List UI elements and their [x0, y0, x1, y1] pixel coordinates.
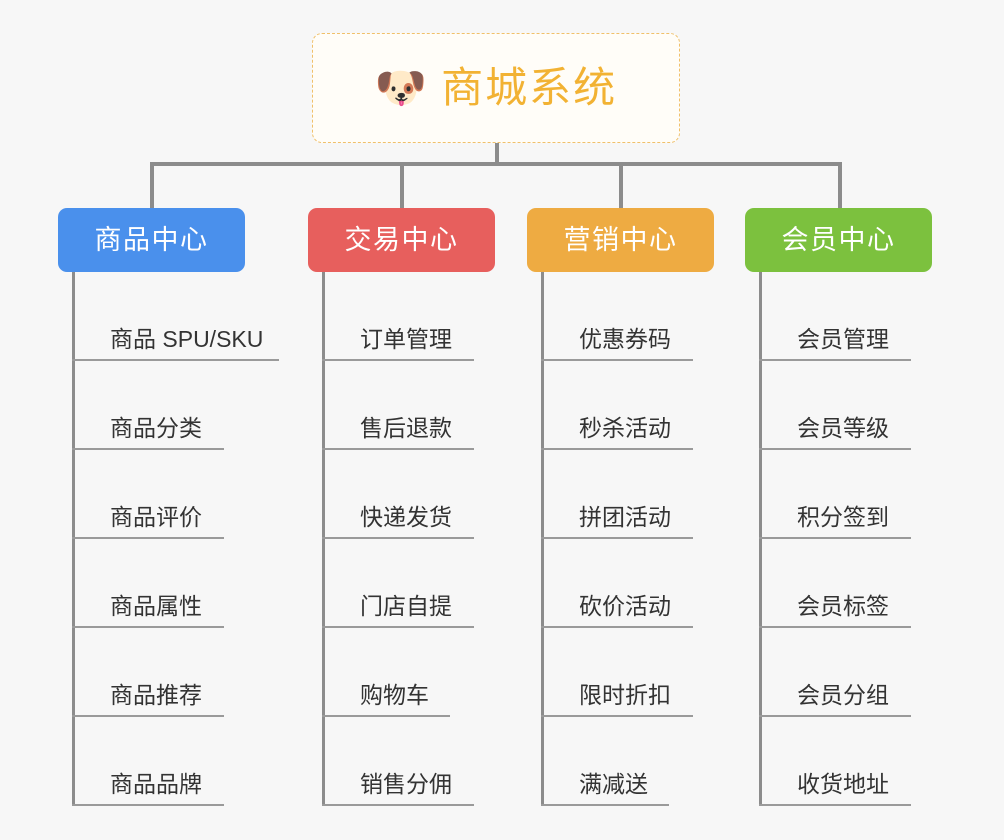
- category-drop-connector-2: [400, 162, 404, 208]
- leaf-rule: [759, 626, 911, 628]
- leaf-list-member: 会员管理 会员等级 积分签到 会员标签 会员分组 收货地址: [759, 272, 1004, 806]
- leaf-label: 优惠券码: [579, 326, 671, 352]
- leaf-label: 会员标签: [797, 593, 889, 619]
- leaf-label: 商品评价: [110, 504, 202, 530]
- leaf-label: 拼团活动: [579, 504, 671, 530]
- list-item[interactable]: 售后退款: [322, 361, 572, 450]
- category-header-product[interactable]: 商品中心: [58, 208, 245, 272]
- leaf-rule: [72, 715, 224, 717]
- branch-spine: [541, 272, 544, 806]
- leaf-label: 销售分佣: [360, 771, 452, 797]
- leaf-rule: [322, 804, 474, 806]
- list-item[interactable]: 优惠券码: [541, 272, 791, 361]
- leaf-list-trade: 订单管理 售后退款 快递发货 门店自提 购物车 销售分佣: [322, 272, 572, 806]
- category-bus-connector: [150, 162, 842, 166]
- branch-spine: [759, 272, 762, 806]
- leaf-label: 满减送: [579, 771, 648, 797]
- list-item[interactable]: 会员等级: [759, 361, 1004, 450]
- leaf-rule: [541, 448, 693, 450]
- leaf-label: 会员分组: [797, 682, 889, 708]
- root-node[interactable]: 🐶 商城系统: [312, 33, 680, 143]
- leaf-label: 购物车: [360, 682, 429, 708]
- category-drop-connector-1: [150, 162, 154, 208]
- branch-spine: [72, 272, 75, 806]
- root-title: 商城系统: [441, 64, 618, 111]
- leaf-label: 商品 SPU/SKU: [110, 326, 264, 352]
- leaf-rule: [72, 804, 224, 806]
- list-item[interactable]: 满减送: [541, 717, 791, 806]
- list-item[interactable]: 门店自提: [322, 539, 572, 628]
- list-item[interactable]: 积分签到: [759, 450, 1004, 539]
- leaf-rule: [72, 448, 224, 450]
- leaf-label: 商品推荐: [110, 682, 202, 708]
- list-item[interactable]: 销售分佣: [322, 717, 572, 806]
- leaf-rule: [322, 626, 474, 628]
- leaf-rule: [72, 626, 224, 628]
- branch-spine: [322, 272, 325, 806]
- category-header-trade[interactable]: 交易中心: [308, 208, 495, 272]
- category-label: 会员中心: [781, 224, 896, 255]
- leaf-label: 收货地址: [797, 771, 889, 797]
- leaf-rule: [759, 359, 911, 361]
- leaf-rule: [759, 537, 911, 539]
- leaf-label: 商品分类: [110, 415, 202, 441]
- list-item[interactable]: 会员管理: [759, 272, 1004, 361]
- dog-face-icon: 🐶: [374, 64, 428, 111]
- list-item[interactable]: 快递发货: [322, 450, 572, 539]
- list-item[interactable]: 限时折扣: [541, 628, 791, 717]
- list-item[interactable]: 商品品牌: [72, 717, 322, 806]
- list-item[interactable]: 收货地址: [759, 717, 1004, 806]
- category-label: 商品中心: [94, 224, 209, 255]
- root-stem-connector: [495, 143, 499, 165]
- leaf-rule: [541, 537, 693, 539]
- list-item[interactable]: 砍价活动: [541, 539, 791, 628]
- leaf-label: 订单管理: [360, 326, 452, 352]
- list-item[interactable]: 商品 SPU/SKU: [72, 272, 322, 361]
- leaf-label: 商品属性: [110, 593, 202, 619]
- list-item[interactable]: 商品评价: [72, 450, 322, 539]
- leaf-label: 砍价活动: [579, 593, 671, 619]
- list-item[interactable]: 商品分类: [72, 361, 322, 450]
- leaf-rule: [541, 359, 693, 361]
- list-item[interactable]: 会员标签: [759, 539, 1004, 628]
- list-item[interactable]: 商品推荐: [72, 628, 322, 717]
- leaf-label: 会员等级: [797, 415, 889, 441]
- leaf-label: 售后退款: [360, 415, 452, 441]
- category-label: 营销中心: [563, 224, 678, 255]
- category-label: 交易中心: [344, 224, 459, 255]
- leaf-rule: [541, 715, 693, 717]
- leaf-label: 限时折扣: [579, 682, 671, 708]
- leaf-rule: [72, 359, 279, 361]
- category-drop-connector-3: [619, 162, 623, 208]
- leaf-rule: [541, 626, 693, 628]
- leaf-rule: [72, 537, 224, 539]
- leaf-label: 会员管理: [797, 326, 889, 352]
- leaf-rule: [759, 715, 911, 717]
- leaf-rule: [322, 448, 474, 450]
- list-item[interactable]: 会员分组: [759, 628, 1004, 717]
- leaf-list-marketing: 优惠券码 秒杀活动 拼团活动 砍价活动 限时折扣 满减送: [541, 272, 791, 806]
- list-item[interactable]: 订单管理: [322, 272, 572, 361]
- leaf-rule: [759, 448, 911, 450]
- leaf-label: 积分签到: [797, 504, 889, 530]
- leaf-list-product: 商品 SPU/SKU 商品分类 商品评价 商品属性 商品推荐 商品品牌: [72, 272, 322, 806]
- list-item[interactable]: 商品属性: [72, 539, 322, 628]
- list-item[interactable]: 购物车: [322, 628, 572, 717]
- category-header-member[interactable]: 会员中心: [745, 208, 932, 272]
- leaf-rule: [541, 804, 669, 806]
- leaf-rule: [322, 537, 474, 539]
- list-item[interactable]: 秒杀活动: [541, 361, 791, 450]
- leaf-label: 门店自提: [360, 593, 452, 619]
- leaf-rule: [759, 804, 911, 806]
- leaf-rule: [322, 715, 450, 717]
- category-header-marketing[interactable]: 营销中心: [527, 208, 714, 272]
- leaf-label: 快递发货: [360, 504, 452, 530]
- list-item[interactable]: 拼团活动: [541, 450, 791, 539]
- leaf-rule: [322, 359, 474, 361]
- leaf-label: 商品品牌: [110, 771, 202, 797]
- leaf-label: 秒杀活动: [579, 415, 671, 441]
- category-drop-connector-4: [838, 162, 842, 208]
